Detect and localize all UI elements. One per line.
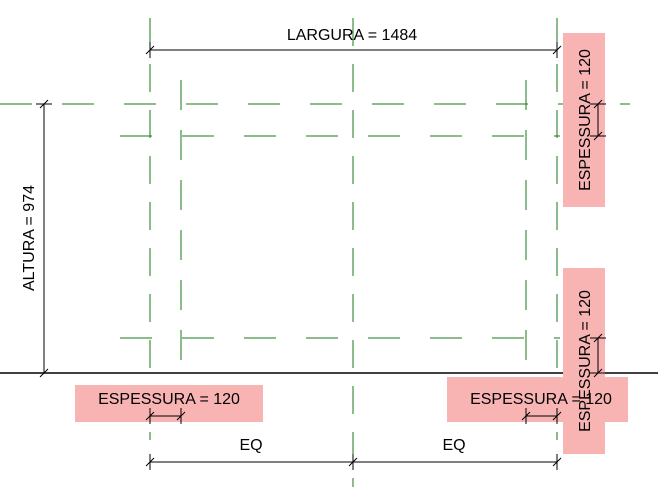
dimension-largura-lines[interactable] [145,42,562,58]
dimension-espessura-top-right-lines[interactable] [590,99,606,141]
reference-planes [0,18,630,487]
label-espessura-bottom-right[interactable]: ESPESSURA = 120 [470,391,612,408]
label-altura[interactable]: ALTURA = 974 [21,185,38,291]
dimension-espessura-bottom-right-lines[interactable] [521,408,562,424]
label-eq-right[interactable]: EQ [442,437,465,454]
label-espessura-bottom-left[interactable]: ESPESSURA = 120 [98,391,240,408]
dimension-labels: LARGURA = 1484 ALTURA = 974 ESPESSURA = … [21,27,612,454]
highlight-espessura-bottom-right [447,377,628,422]
dimension-espessura-bottom-left-lines[interactable] [145,408,186,424]
dimension-lines [36,42,606,470]
dimension-altura-lines[interactable] [36,99,52,378]
label-largura[interactable]: LARGURA = 1484 [287,27,417,44]
label-espessura-top-right[interactable]: ESPESSURA = 120 [577,49,594,191]
dimension-eq-lines[interactable] [145,454,562,470]
dimension-espessura-right-lower-lines[interactable] [590,333,606,378]
label-highlights [75,33,628,454]
label-eq-left[interactable]: EQ [239,437,262,454]
label-espessura-right-lower[interactable]: ESPESSURA = 120 [577,290,594,432]
